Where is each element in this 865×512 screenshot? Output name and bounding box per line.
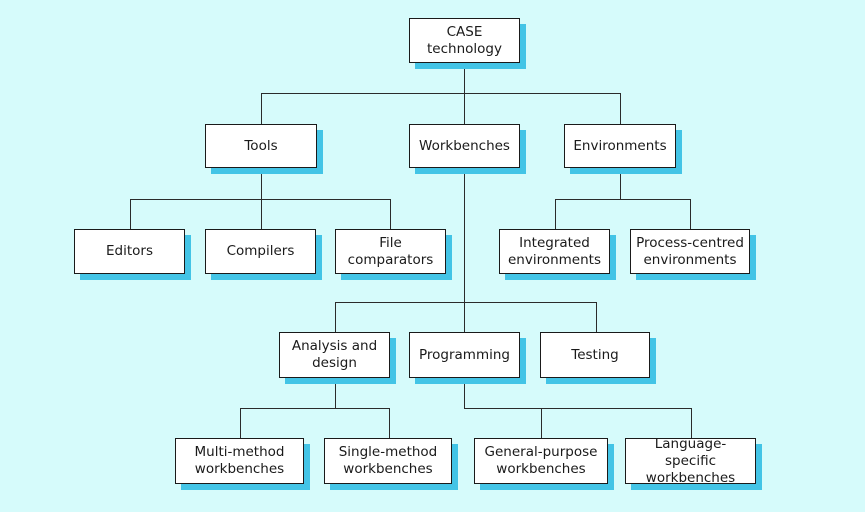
node-single-method-workbenches-label: Single-method workbenches: [338, 444, 438, 477]
node-editors: Editors: [74, 229, 185, 274]
node-integrated-environments-label: Integrated environments: [507, 234, 601, 268]
node-case-technology: CASE technology: [409, 18, 520, 63]
edge-root-down: [464, 63, 465, 93]
node-testing-label: Testing: [571, 346, 619, 363]
node-multi-method-workbenches: Multi-method workbenches: [175, 438, 304, 484]
edge-to-editors: [130, 199, 131, 229]
node-language-specific-workbenches-label: Language-specific workbenches: [645, 435, 736, 486]
edge-to-analysis-design: [335, 302, 336, 332]
node-workbenches: Workbenches: [409, 124, 520, 168]
edge-to-environments: [620, 93, 621, 124]
node-programming: Programming: [409, 332, 520, 378]
node-programming-label: Programming: [419, 346, 510, 363]
node-file-comparators-label: File comparators: [347, 234, 434, 268]
edge-to-single-method: [389, 408, 390, 438]
edge-to-multi-method: [240, 408, 241, 438]
edge-tools-children-bar: [130, 199, 390, 200]
node-compilers: Compilers: [205, 229, 316, 274]
node-tools-label: Tools: [244, 137, 278, 154]
edge-workbenches-children-bar: [335, 302, 596, 303]
node-process-centred-environments-label: Process-centred environments: [636, 234, 744, 268]
node-analysis-and-design-label: Analysis and design: [291, 338, 378, 371]
edge-analysis-children-bar: [240, 408, 389, 409]
node-file-comparators: File comparators: [335, 229, 446, 274]
edge-to-testing: [596, 302, 597, 332]
edge-programming-down: [464, 378, 465, 408]
node-testing: Testing: [540, 332, 650, 378]
edge-to-workbenches: [464, 93, 465, 124]
edge-to-file-comparators: [390, 199, 391, 229]
edge-to-language-specific: [691, 408, 692, 438]
edge-workbenches-down: [464, 168, 465, 302]
edge-to-programming: [464, 302, 465, 332]
node-language-specific-workbenches: Language-specific workbenches: [625, 435, 756, 486]
node-analysis-and-design: Analysis and design: [279, 332, 390, 378]
node-tools: Tools: [205, 124, 317, 168]
node-single-method-workbenches: Single-method workbenches: [324, 438, 452, 484]
node-environments: Environments: [564, 124, 676, 168]
edge-environments-children-bar: [555, 199, 690, 200]
edge-level1-bar: [261, 93, 620, 94]
node-process-centred-environments: Process-centred environments: [630, 229, 750, 274]
node-environments-label: Environments: [573, 137, 667, 154]
node-editors-label: Editors: [106, 243, 153, 259]
edge-to-compilers: [261, 199, 262, 229]
edge-to-general-purpose: [541, 408, 542, 438]
node-integrated-environments: Integrated environments: [499, 229, 610, 274]
node-compilers-label: Compilers: [226, 243, 295, 259]
node-multi-method-workbenches-label: Multi-method workbenches: [194, 444, 285, 477]
node-case-technology-label: CASE technology: [427, 23, 502, 57]
edge-programming-children-bar: [464, 408, 691, 409]
node-general-purpose-workbenches-label: General-purpose workbenches: [484, 444, 598, 477]
edge-to-integrated: [555, 199, 556, 229]
edge-to-process-centred: [690, 199, 691, 229]
node-general-purpose-workbenches: General-purpose workbenches: [474, 438, 608, 484]
edge-tools-down: [261, 168, 262, 199]
node-workbenches-label: Workbenches: [419, 137, 510, 154]
edge-environments-down: [620, 168, 621, 199]
edge-to-tools: [261, 93, 262, 124]
edge-analysis-down: [335, 378, 336, 408]
